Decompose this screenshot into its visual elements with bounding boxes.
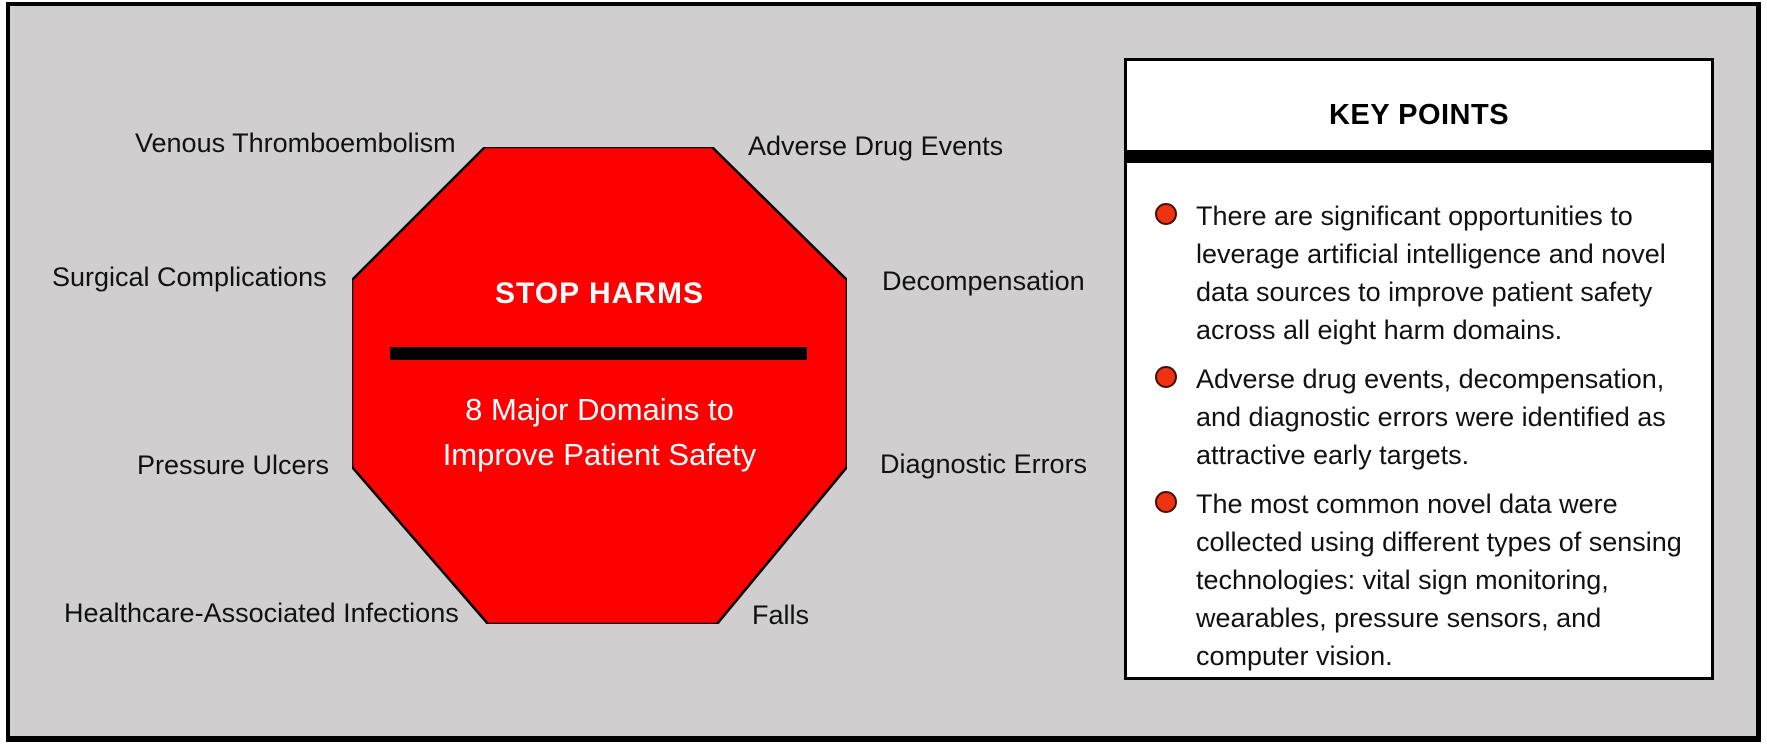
harm-label-falls: Falls [752, 600, 810, 630]
key-points-panel: KEY POINTS There are significant opportu… [1124, 58, 1714, 680]
harm-label-pressure-ulcers: Pressure Ulcers [137, 450, 330, 480]
stop-sign-subtitle: 8 Major Domains to Improve Patient Safet… [442, 392, 757, 472]
harm-label-decompensation: Decompensation [882, 266, 1085, 296]
key-points-divider [1127, 150, 1711, 163]
key-point-item: Adverse drug events, decompensation, and… [1155, 360, 1700, 474]
bullet-icon [1155, 203, 1177, 225]
stop-sign-shape [352, 147, 847, 624]
key-point-text: Adverse drug events, decompensation, and… [1196, 364, 1666, 470]
harm-label-venous-thromboembolism: Venous Thromboembolism [135, 128, 456, 158]
key-point-item: There are significant opportunities to l… [1155, 197, 1700, 349]
key-points-list: There are significant opportunities to l… [1155, 197, 1700, 675]
stop-sign-title: STOP HARMS [495, 277, 704, 310]
harm-label-surgical-complications: Surgical Complications [52, 262, 327, 292]
key-point-text: The most common novel data were collecte… [1196, 489, 1682, 671]
bullet-icon [1155, 491, 1177, 513]
harm-label-diagnostic-errors: Diagnostic Errors [880, 449, 1088, 479]
harm-label-healthcare-associated-infections: Healthcare-Associated Infections [64, 598, 459, 628]
harm-label-adverse-drug-events: Adverse Drug Events [748, 131, 1004, 161]
key-points-title: KEY POINTS [1328, 99, 1510, 131]
key-point-text: There are significant opportunities to l… [1196, 201, 1666, 345]
stop-sign: STOP HARMS 8 Major Domains to Improve Pa… [352, 147, 847, 624]
key-point-item: The most common novel data were collecte… [1155, 485, 1700, 675]
stop-sign-octagon [352, 147, 847, 624]
bullet-icon [1155, 366, 1177, 388]
stop-sign-divider-bar [390, 347, 807, 360]
